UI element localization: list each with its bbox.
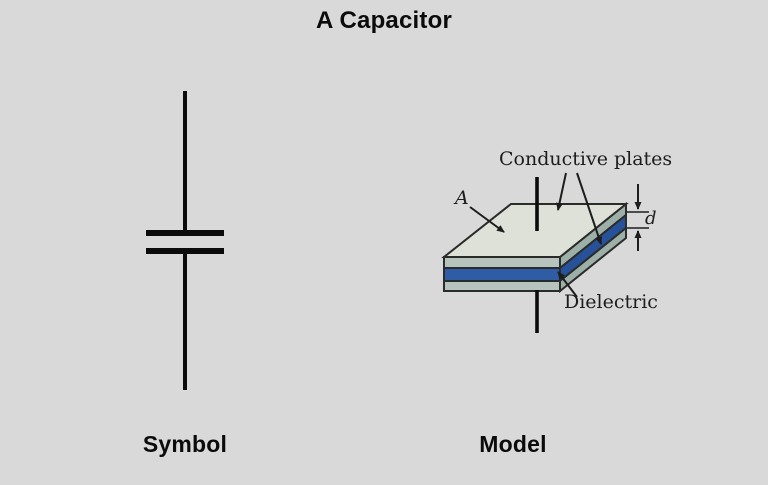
conductive-plates-label: Conductive plates (499, 148, 673, 170)
area-arrow (469, 206, 505, 233)
dielectric-arrow (557, 271, 578, 298)
symbol-top-lead (183, 91, 187, 231)
capacitor-model-illustration (441, 172, 649, 333)
plate-front-top (443, 256, 561, 269)
symbol-top-plate (146, 230, 224, 236)
area-label: A (455, 187, 469, 209)
page-title: A Capacitor (315, 7, 452, 34)
symbol-caption: Symbol (142, 431, 228, 457)
symbol-bottom-plate (146, 248, 224, 254)
conductive-plates-arrow-right (576, 172, 603, 245)
thickness-label: d (645, 208, 657, 229)
symbol-bottom-lead (183, 254, 187, 390)
conductive-plates-arrow-left (556, 172, 567, 211)
dielectric-label: Dielectric (564, 291, 658, 313)
plate-front-bottom (443, 280, 561, 292)
dielectric-front (443, 267, 561, 282)
model-caption: Model (479, 431, 547, 457)
